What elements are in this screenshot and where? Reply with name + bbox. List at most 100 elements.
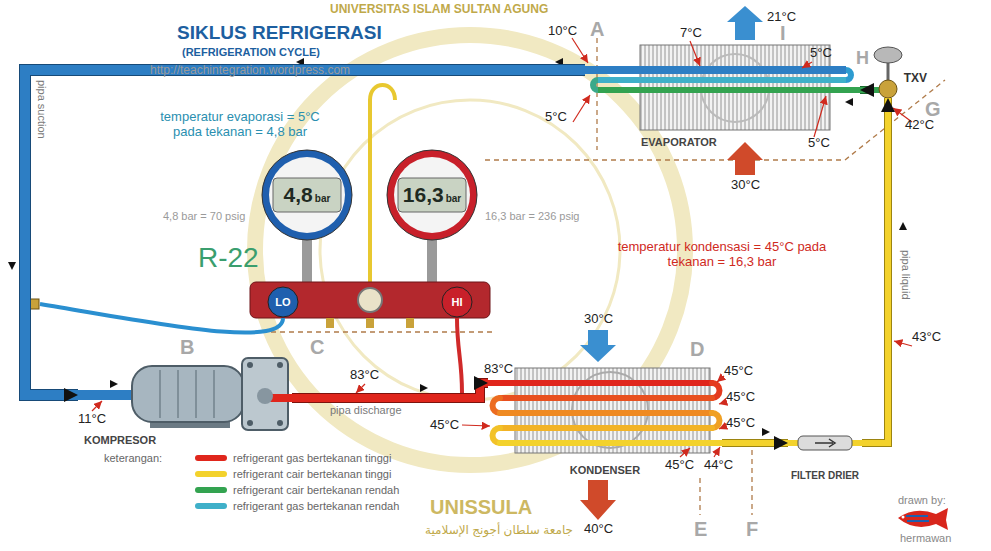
- pipe-outline: [722, 439, 788, 447]
- txv-illustration: [868, 47, 902, 100]
- refrigerant-pipe: [25, 70, 585, 395]
- watermark-emblem-part: [320, 100, 620, 400]
- annotation-label: B: [180, 336, 194, 359]
- compressor-illustration-part: [78, 390, 140, 400]
- compressor-illustration-part: [132, 366, 244, 422]
- legend-text: refrigerant gas bertekanan tinggi: [233, 452, 391, 465]
- evaporator-illustration-part: [585, 66, 846, 74]
- dashed-guide-lines-part: [699, 478, 700, 515]
- txv-illustration-part: [868, 87, 880, 93]
- leader-lines-part: [680, 448, 690, 457]
- manifold-gauge-set: [29, 85, 490, 393]
- filter-drier: FILTER DRIER: [788, 432, 862, 482]
- annotation-label: 11°C: [78, 412, 106, 427]
- node-label: 16,3: [403, 183, 444, 207]
- pipe: [722, 440, 788, 446]
- gauge-dial-part: [273, 178, 341, 212]
- gauge-dial-part: [398, 178, 466, 212]
- manifold-gauge-set-part: [302, 236, 312, 284]
- annotation-label: 21°C: [767, 10, 796, 25]
- pipe-outline: [25, 70, 585, 395]
- leader-lines: [92, 38, 912, 457]
- legend-row: refrigerant cair bertekanan rendah: [195, 484, 399, 497]
- refrigerant-pipe: [860, 90, 868, 91]
- manifold-gauge-set-part: [326, 318, 334, 328]
- annotation-label: 30°C: [731, 178, 760, 193]
- gauge-dial-part: [262, 150, 352, 240]
- node-label: FILTER DRIER: [791, 470, 859, 482]
- annotation-label: 44°C: [704, 458, 733, 473]
- annotation-label: I: [780, 22, 786, 45]
- condenser-illustration-part: [488, 383, 722, 443]
- annotation-label: 16,3 bar = 236 psig: [485, 210, 580, 223]
- annotation-label: 83°C: [484, 362, 513, 377]
- air-flow-arrows-part: [580, 330, 616, 362]
- node-label: EVAPORATOR: [641, 136, 717, 149]
- leader-lines-part: [462, 425, 490, 426]
- annotation-label: UNIVERSITAS ISLAM SULTAN AGUNG: [330, 3, 548, 17]
- node-label: bar: [315, 193, 331, 205]
- pipe: [862, 98, 888, 443]
- annotation-label: D: [690, 338, 704, 361]
- flow-direction-arrows-part: [420, 384, 428, 392]
- annotation-label: (REFRIGERATION CYCLE): [182, 46, 320, 59]
- compressor-illustration-part: [277, 420, 283, 426]
- node-label: HI: [452, 296, 463, 309]
- annotation-label: R-22: [198, 242, 259, 274]
- manifold-gauge-set-part: [40, 304, 283, 333]
- annotation-label: temperatur evaporasi = 5°C pada tekanan …: [150, 110, 330, 140]
- annotation-label: 45°C: [726, 416, 755, 431]
- node-label: LO: [275, 296, 290, 309]
- legend-text: refrigerant cair bertekanan rendah: [233, 484, 399, 497]
- manifold-gauge-set-part: [457, 318, 462, 393]
- pipe: [25, 70, 585, 395]
- legend-swatch: [195, 455, 227, 461]
- filter-drier-illustration: [788, 436, 862, 450]
- pipe-outline: [292, 383, 488, 398]
- author-logo-part: [898, 508, 948, 530]
- leader-lines-part: [719, 402, 726, 404]
- air-flow-arrows-part: [727, 6, 763, 40]
- manifold-gauge-set-part: [427, 236, 437, 284]
- node-label: 4,8: [284, 183, 313, 207]
- compressor-illustration-part: [160, 370, 214, 418]
- gauge-dial-part: [394, 157, 470, 233]
- annotation-label: 45°C: [430, 418, 459, 433]
- compressor-illustration-part: [247, 420, 253, 426]
- annotation-label: H: [856, 48, 869, 69]
- leader-lines-part: [690, 41, 700, 66]
- dashed-guide-lines-part: [751, 450, 752, 515]
- legend-text: refrigerant gas bertekanan rendah: [233, 500, 399, 513]
- compressor: KOMPRESOR: [78, 352, 292, 448]
- annotation-label: 43°C: [912, 330, 941, 345]
- annotation-label: 5°C: [545, 110, 567, 125]
- annotation-label: جامعة سلطان أجونج الإسلامية: [425, 524, 573, 538]
- leader-lines-part: [714, 447, 720, 457]
- annotation-label: 42°C: [905, 118, 934, 133]
- manifold-gauge-set-part: [358, 288, 382, 312]
- compressor-illustration-part: [247, 362, 253, 368]
- compressor-illustration-part: [257, 388, 273, 404]
- refrigerant-pipe: [292, 383, 488, 398]
- pipe-label: pipa suction: [35, 80, 48, 139]
- leader-lines-part: [814, 96, 826, 137]
- high-pressure-gauge: 16,3bar: [386, 149, 478, 241]
- flow-direction-arrows-part: [110, 380, 118, 388]
- filter-drier-illustration-part: [798, 436, 852, 450]
- condenser-illustration-part-part: [500, 440, 722, 446]
- leader-lines-part: [92, 401, 102, 411]
- evaporator-illustration-part: [598, 87, 860, 93]
- author-logo-part: [902, 516, 905, 519]
- valve-knob-part: [442, 287, 472, 317]
- pipe: [860, 87, 868, 93]
- annotation-label: 10°C: [548, 24, 577, 39]
- diagram-title: SIKLUS REFRIGERASI: [177, 22, 382, 44]
- leader-lines-part: [572, 38, 588, 63]
- filter-drier-illustration-part: [815, 439, 835, 447]
- annotation-label: 5°C: [808, 136, 830, 151]
- evaporator-illustration-part: [598, 77, 846, 83]
- author-logo: [898, 508, 948, 530]
- annotation-label: 30°C: [584, 312, 613, 327]
